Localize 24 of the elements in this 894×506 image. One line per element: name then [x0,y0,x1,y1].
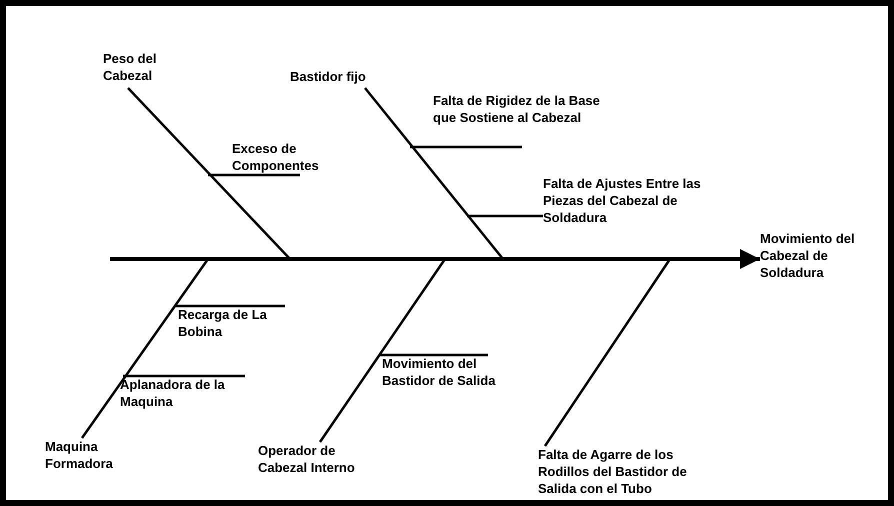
cause-label: Aplanadora de la Maquina [120,376,245,410]
bone-line [123,374,245,378]
cause-label: Bastidor fijo [290,68,400,85]
cause-label: Falta de Ajustes Entre las Piezas del Cabezal de Soldadura [543,175,723,226]
cause-label: Maquina Formadora [45,438,135,472]
cause-label: Exceso de Componentes [232,140,337,174]
bone-line [127,87,291,260]
bone-line [410,146,522,148]
cause-label: Movimiento del Bastidor de Salida [382,355,532,389]
bone-line [364,87,504,260]
cause-label: Falta de Rigidez de la Base que Sostiene al Cabezal [433,92,613,126]
bone-line [80,258,210,439]
cause-label: Peso del Cabezal [103,50,178,84]
cause-label: Recarga de La Bobina [178,306,288,340]
bone-line [318,258,446,443]
bone-line [208,174,300,176]
effect-label: Movimiento del Cabezal de Soldadura [760,230,878,281]
bone-line [467,214,543,218]
bone-line [544,258,672,447]
bone-line [379,354,488,356]
cause-label: Falta de Agarre de los Rodillos del Bastidor de Salida con el Tubo [538,446,718,497]
cause-label: Operador de Cabezal Interno [258,442,383,476]
spine-arrow [110,249,760,269]
bone-line [174,304,285,308]
